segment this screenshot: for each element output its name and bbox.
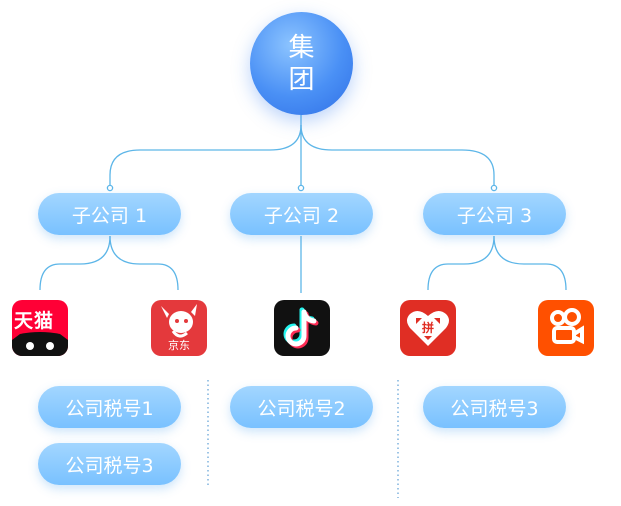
tmall-logo: 天猫 — [12, 300, 68, 356]
connector-root-sub1 — [109, 124, 302, 190]
connector-sub1-jd — [109, 235, 179, 291]
connector-dot — [297, 184, 305, 192]
tax-id-label: 公司税号3 — [450, 397, 539, 420]
connector-dot — [106, 184, 114, 192]
group-label: 集团 — [288, 32, 315, 95]
tax-id-label: 公司税号3 — [65, 454, 154, 477]
connector-sub3-pdd — [427, 235, 495, 291]
tax-id-2-1: 公司税号2 — [230, 386, 373, 428]
subsidiary-1-node: 子公司 1 — [38, 193, 181, 235]
pinduoduo-logo-text: 拼 — [422, 320, 434, 335]
kuaishou-logo — [538, 300, 594, 356]
tax-id-1-1: 公司税号1 — [38, 386, 181, 428]
connector-dot — [490, 184, 498, 192]
connector-root-sub3 — [300, 124, 495, 190]
tax-id-label: 公司税号2 — [257, 397, 346, 420]
group-node: 集团 — [250, 12, 353, 115]
tax-id-1-2: 公司税号3 — [38, 443, 181, 485]
tax-id-3-1: 公司税号3 — [423, 386, 566, 428]
douyin-logo — [274, 300, 330, 356]
connector-sub3-ks — [493, 235, 567, 291]
jd-logo: 京东 — [151, 300, 207, 356]
tax-id-label: 公司税号1 — [65, 397, 154, 420]
pinduoduo-logo: 拼 — [400, 300, 456, 356]
subsidiary-3-label: 子公司 3 — [456, 204, 533, 227]
subsidiary-2-label: 子公司 2 — [263, 204, 340, 227]
subsidiary-3-node: 子公司 3 — [423, 193, 566, 235]
jd-logo-text: 京东 — [168, 339, 190, 352]
subsidiary-1-label: 子公司 1 — [71, 204, 148, 227]
connector-sub1-tmall — [39, 235, 111, 291]
subsidiary-2-node: 子公司 2 — [230, 193, 373, 235]
tmall-logo-text: 天猫 — [14, 310, 55, 332]
